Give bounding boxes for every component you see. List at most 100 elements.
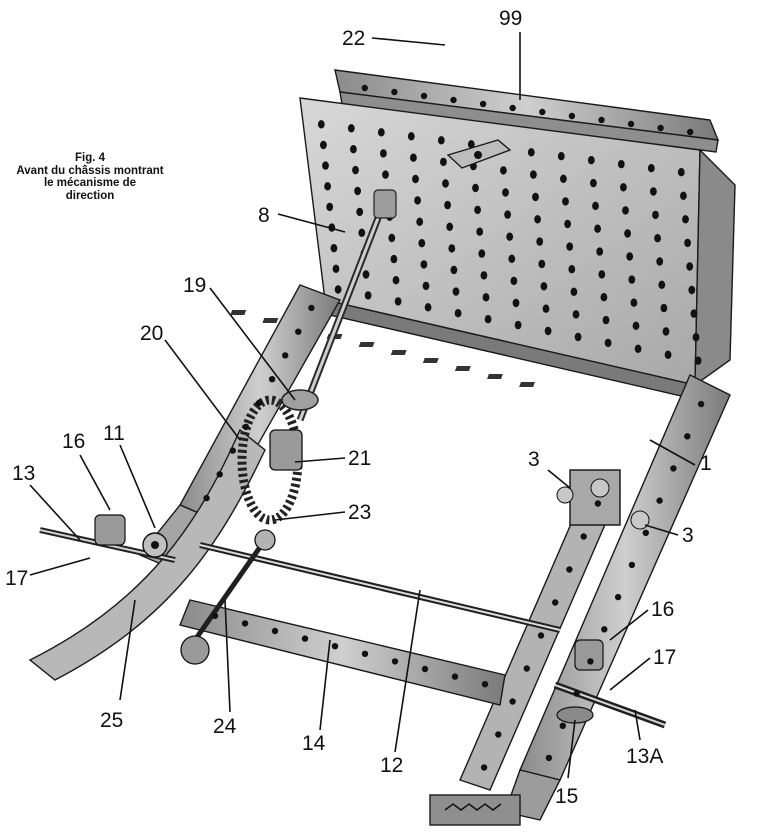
plate-hole (628, 275, 636, 284)
plate-hole (358, 228, 366, 237)
flange-slot (487, 374, 503, 379)
beam-holes (203, 84, 705, 771)
caption-line-1: Avant du châssis montrant (16, 164, 164, 177)
plate-hole (392, 276, 400, 285)
plate-hole (334, 285, 342, 294)
plate-hole (662, 327, 670, 336)
callout-15: 15 (555, 785, 578, 808)
beam-hole (268, 376, 276, 383)
leader-lines (29, 32, 696, 779)
callout-99: 99 (499, 7, 522, 30)
plate-hole (467, 140, 475, 149)
callout-23: 23 (348, 501, 371, 524)
plate-hole (472, 183, 479, 193)
callout-20: 20 (140, 322, 163, 345)
plate-hole (446, 222, 454, 231)
beam-hole (509, 698, 516, 705)
flange-slot (422, 358, 439, 363)
plate-hole (506, 232, 514, 241)
beam-hole (203, 494, 210, 502)
beam-hole (697, 400, 705, 408)
flange-slot (519, 382, 535, 387)
flange-slot (390, 350, 407, 355)
flange-slot (262, 318, 279, 323)
caption-line-3: direction (65, 189, 115, 202)
plate-hole (532, 192, 539, 202)
drag-link (180, 529, 276, 665)
plate-hole (332, 264, 340, 273)
beam-hole (480, 764, 488, 771)
plate-hole (444, 200, 451, 210)
plate-hole (502, 188, 509, 197)
plate-hole (574, 332, 582, 342)
plate-hole (410, 153, 417, 162)
callout-1: 1 (700, 452, 712, 475)
plate-hole (504, 210, 511, 219)
plate-hole (658, 280, 666, 289)
plate-hole (326, 202, 334, 212)
beam-hole (684, 433, 691, 440)
beam-hole (211, 612, 219, 619)
plate-hole (416, 217, 424, 226)
curved-front-beam (28, 428, 266, 681)
plate-hole (600, 293, 608, 302)
plate-hole (656, 257, 664, 266)
plate-hole (354, 186, 361, 196)
plate-hole (590, 178, 597, 188)
beam-hole (523, 665, 530, 672)
plate-hole (474, 205, 481, 215)
plate-hole (476, 227, 484, 236)
beam-hole (601, 626, 608, 633)
beam-hole (450, 96, 457, 104)
plate-hole (557, 152, 565, 161)
plate-hole (484, 315, 492, 324)
beam-hole (687, 128, 694, 136)
plate-hole (347, 124, 355, 133)
plate-hole (362, 270, 370, 279)
plate-hole (394, 297, 402, 306)
caption-line-2: le mécanisme de (43, 177, 137, 189)
callout-12: 12 (380, 754, 403, 777)
plate-hole (352, 165, 359, 175)
plate-hole (510, 276, 518, 286)
plate-hole (422, 281, 430, 291)
plate-hole (514, 320, 522, 330)
beam-hole (451, 673, 459, 680)
plate-hole (382, 170, 389, 179)
plate-hole (420, 260, 428, 269)
plate-hole (598, 270, 606, 279)
plate-hole (602, 315, 610, 325)
callout-3-upper: 3 (528, 448, 540, 471)
bracket-bolts (556, 469, 650, 530)
plate-hole (390, 254, 398, 264)
plate-hole (350, 145, 357, 154)
beam-hole (573, 690, 580, 697)
plate-hole (536, 237, 544, 246)
callout-19: 19 (183, 274, 206, 297)
right-stub-axle (553, 639, 667, 729)
beam-hole (587, 658, 594, 665)
callout-21: 21 (348, 447, 371, 470)
rear-top-strip (334, 69, 720, 153)
plate-hole (527, 148, 535, 157)
callout-labels: 22 99 8 19 20 21 1 3 3 16 11 13 17 23 16… (5, 7, 712, 808)
beam-hole (642, 529, 649, 536)
beam-hole (241, 620, 249, 627)
plate-hole (566, 242, 574, 251)
plate-hole (440, 157, 447, 167)
beam-hole (580, 533, 587, 540)
beam-hole (255, 399, 263, 407)
plate-hole (688, 285, 696, 295)
plate-hole (587, 156, 595, 165)
beam-hole (295, 328, 302, 335)
plate-hole (412, 174, 419, 184)
beam-hole (495, 731, 502, 738)
beam-hole (361, 650, 369, 657)
plate-hole (562, 197, 569, 206)
beam-hole (670, 465, 677, 472)
plate-hole (682, 215, 689, 224)
beam-hole (657, 124, 664, 132)
steering-column (296, 189, 397, 422)
plate-hole (604, 338, 612, 348)
plate-hole (407, 132, 415, 141)
